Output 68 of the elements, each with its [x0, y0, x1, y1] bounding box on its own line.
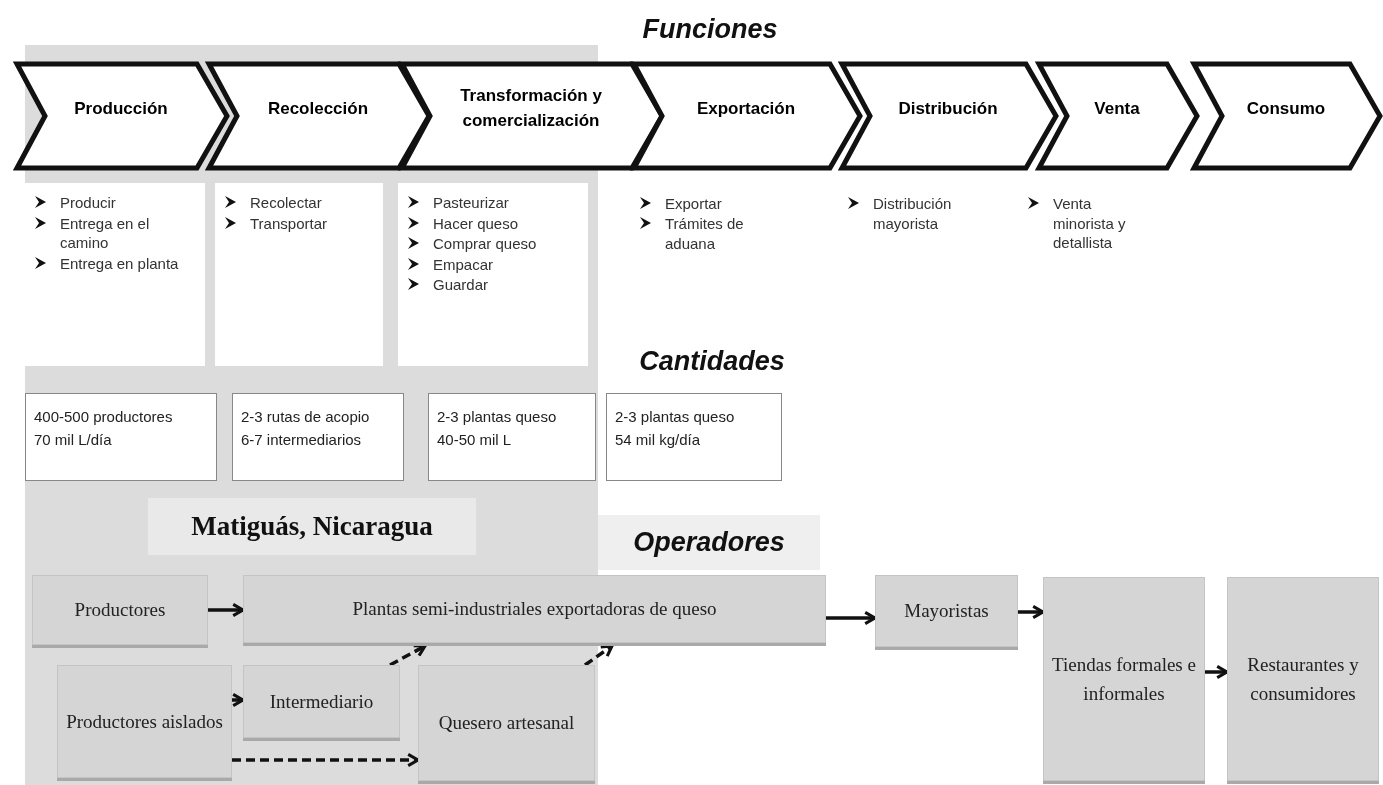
operator-name: Quesero artesanal — [438, 711, 575, 736]
arrow — [208, 602, 245, 618]
operator-box — [243, 575, 826, 643]
operator-name: Intermediario — [269, 689, 374, 714]
quantity-text: 70 mil L/día — [34, 429, 113, 450]
task-item: Entrega en planta — [60, 253, 179, 273]
task-list-box — [215, 183, 383, 366]
operator-name: Restaurantes y consumidores — [1246, 652, 1360, 706]
quantity-text: 400-500 productores — [34, 407, 174, 427]
quantity-text: 6-7 intermediarios — [241, 429, 363, 450]
task-item: Comprar queso — [433, 234, 537, 254]
operator-name: Tiendas formales e informales — [1051, 652, 1197, 706]
quantity-text: 2-3 plantas queso — [437, 407, 558, 427]
task-item: Trámites de aduana — [665, 214, 745, 253]
arrow — [389, 644, 427, 667]
section-heading: Cantidades — [638, 346, 786, 377]
operator-name: Productores — [74, 598, 166, 623]
operator-box — [418, 665, 595, 781]
chevron-label: Transformación y comercialización — [459, 85, 603, 132]
task-item: Empacar — [433, 254, 494, 274]
operator-name: Plantas semi-industriales exportadoras de queso — [352, 597, 717, 622]
task-item: Recolectar — [250, 193, 322, 213]
task-item: Producir — [60, 193, 116, 213]
operator-box — [875, 575, 1018, 647]
arrow — [584, 644, 614, 667]
quantity-box — [25, 393, 217, 481]
quantity-box — [232, 393, 404, 481]
arrow — [231, 692, 245, 708]
task-item: Hacer queso — [433, 213, 519, 233]
arrow — [826, 610, 877, 626]
chevron-label: Consumo — [1245, 97, 1327, 120]
task-list-box — [25, 183, 205, 366]
task-item: Distribución mayorista — [873, 194, 953, 233]
quantity-box — [606, 393, 782, 481]
arrow — [232, 752, 420, 768]
quantity-text: 40-50 mil L — [437, 429, 513, 450]
chevron-label: Exportación — [695, 97, 797, 120]
quantity-text: 2-3 plantas queso — [615, 407, 736, 427]
operator-name: Mayoristas — [904, 599, 989, 624]
quantity-text: 54 mil kg/día — [615, 429, 702, 450]
location-label: Matiguás, Nicaragua — [148, 498, 476, 555]
quantity-box — [428, 393, 596, 481]
section-heading: Funciones — [641, 14, 779, 45]
function-step-box — [1037, 62, 1197, 170]
section-heading: Operadores — [598, 515, 820, 570]
function-step-box — [840, 62, 1056, 170]
arrow — [1018, 604, 1045, 620]
task-item: Venta minorista y detallista — [1053, 194, 1127, 253]
arrow — [1205, 664, 1229, 680]
task-item: Exportar — [665, 194, 723, 214]
operator-box — [32, 575, 208, 645]
task-item: Transportar — [250, 213, 327, 233]
operator-box — [1227, 577, 1379, 781]
chevron-label: Venta — [1093, 97, 1141, 120]
function-step-box — [632, 62, 860, 170]
operator-name: Productores aislados — [66, 709, 223, 734]
operator-box — [243, 665, 400, 738]
function-step-box — [15, 62, 227, 170]
operator-box — [57, 665, 232, 778]
operator-box — [1043, 577, 1205, 781]
task-item: Pasteurizar — [433, 193, 509, 213]
function-step-box — [1192, 62, 1380, 170]
task-list-box — [398, 183, 588, 366]
chevron-label: Distribución — [897, 97, 999, 120]
quantity-text: 2-3 rutas de acopio — [241, 407, 371, 427]
chevron-label: Producción — [73, 97, 169, 120]
task-item: Entrega en el camino — [60, 213, 151, 253]
task-item: Guardar — [433, 275, 489, 295]
